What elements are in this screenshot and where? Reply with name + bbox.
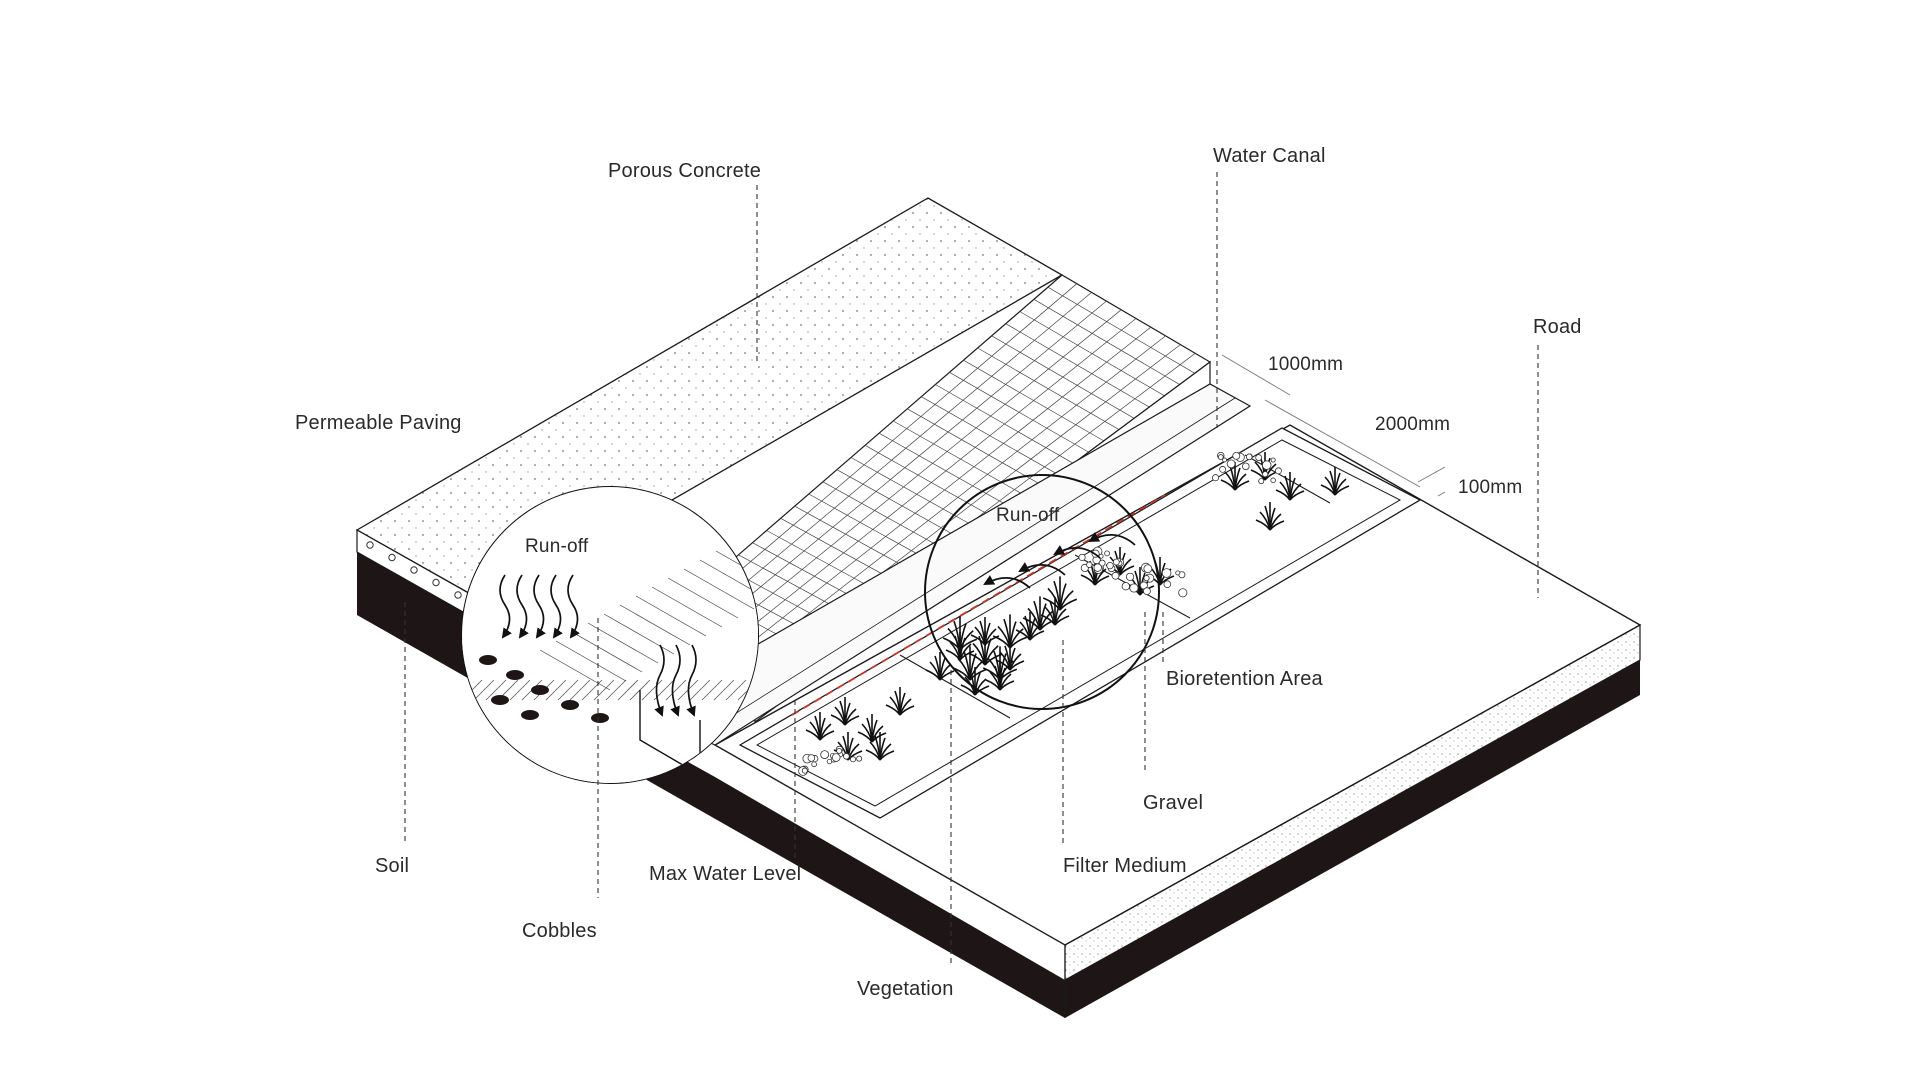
label-road: Road [1533, 316, 1582, 338]
max-water-level-line [791, 494, 1166, 716]
right-magnifier [924, 474, 1160, 710]
bioretention-outer [738, 427, 1422, 819]
label-soil: Soil [375, 855, 410, 877]
label-dimension-100mm: 100mm [1458, 477, 1523, 498]
label-dimension-1000mm: 1000mm [1268, 354, 1344, 375]
label-runoff-left: Run-off [525, 536, 589, 557]
label-permeable-paving: Permeable Paving [295, 412, 462, 434]
label-water-canal: Water Canal [1213, 145, 1326, 167]
left-magnifier [461, 486, 759, 784]
road-soil-front [1065, 660, 1640, 1018]
label-dimension-2000mm: 2000mm [1375, 414, 1451, 435]
leader-lines [404, 172, 1539, 965]
dimension-lines [1221, 354, 1446, 497]
label-runoff-right: Run-off [996, 505, 1060, 526]
label-cobbles: Cobbles [522, 920, 597, 942]
label-bioretention-area: Bioretention Area [1166, 668, 1323, 690]
label-filter-medium: Filter Medium [1063, 855, 1187, 877]
label-max-water-level: Max Water Level [649, 863, 802, 885]
bioretention-inner [755, 439, 1402, 807]
label-gravel: Gravel [1143, 792, 1204, 814]
label-vegetation: Vegetation [857, 978, 954, 1000]
label-porous-concrete: Porous Concrete [608, 160, 762, 182]
